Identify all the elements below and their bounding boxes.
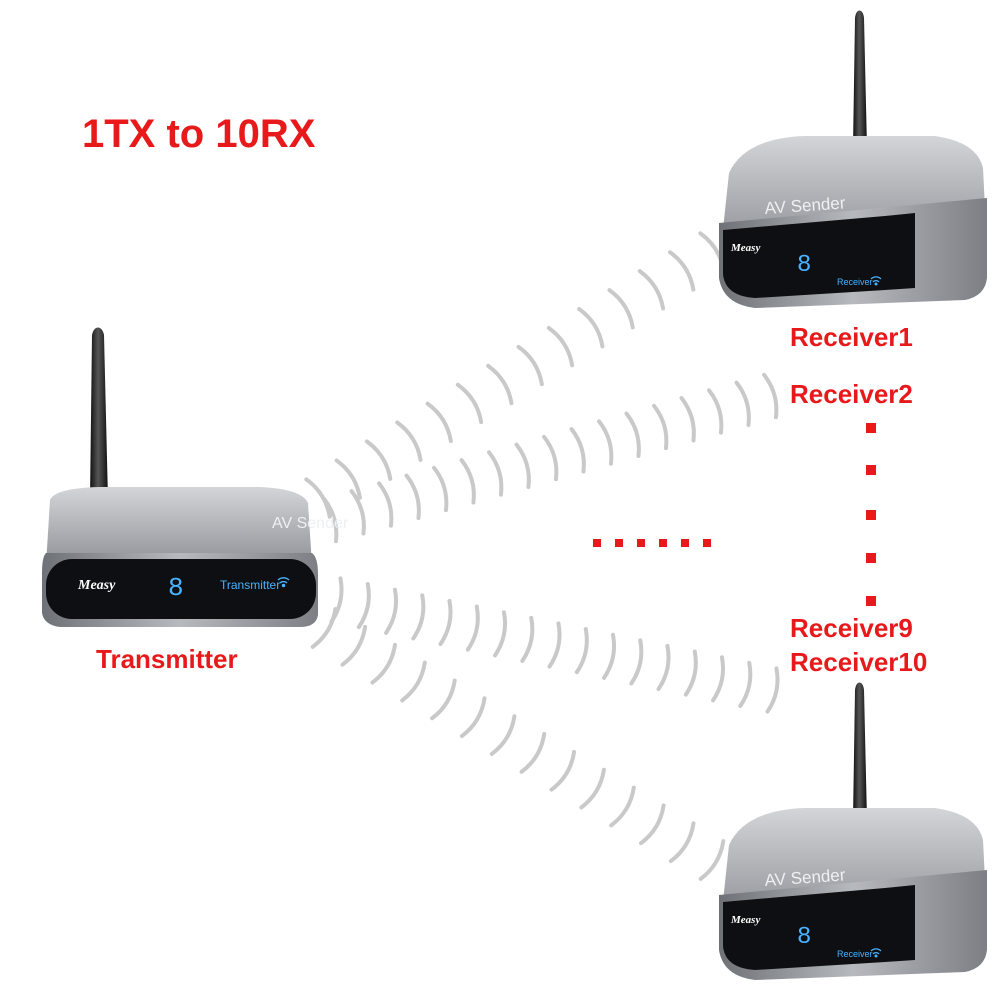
panel-text: Receiver bbox=[837, 277, 873, 287]
wave-arc bbox=[404, 473, 421, 520]
wave-arc bbox=[400, 660, 427, 703]
transmitter-device: AV Sender Measy 8 Transmitter bbox=[42, 327, 349, 627]
wave-arc bbox=[520, 615, 535, 663]
wave-arc bbox=[487, 450, 504, 497]
receiver10-device: AV Sender Measy 8 Receiver bbox=[719, 682, 987, 980]
wave-arc bbox=[668, 250, 696, 292]
wave-arc bbox=[455, 382, 484, 425]
wave-arc bbox=[652, 403, 669, 451]
wave-arc bbox=[683, 649, 698, 697]
wifi-icon bbox=[870, 948, 882, 958]
wave-arc bbox=[639, 803, 666, 846]
receiver2-label: Receiver2 bbox=[790, 379, 913, 409]
brand-logo: Measy bbox=[77, 578, 116, 593]
wave-arc bbox=[738, 660, 753, 708]
wave-arc bbox=[459, 696, 487, 739]
channel-display: 8 bbox=[797, 252, 811, 279]
wave-arc bbox=[547, 621, 562, 669]
wave-arc bbox=[765, 666, 780, 714]
wave-arc bbox=[340, 624, 368, 667]
panel-text: Receiver bbox=[837, 949, 873, 959]
wave-arc bbox=[438, 598, 453, 647]
receiver10-label: Receiver10 bbox=[790, 647, 928, 677]
receiver1-label: Receiver1 bbox=[790, 322, 913, 352]
diagram-title: 1TX to 10RX bbox=[82, 112, 316, 156]
wifi-icon bbox=[870, 276, 882, 286]
wave-arc bbox=[577, 307, 605, 349]
wave-arc bbox=[624, 411, 641, 458]
wave-arc bbox=[707, 388, 724, 435]
transmitter-label: Transmitter bbox=[96, 644, 238, 674]
wave-arc bbox=[514, 442, 531, 489]
wave-arc bbox=[762, 372, 779, 420]
brand-logo: Measy bbox=[730, 242, 760, 254]
wave-arc bbox=[519, 732, 547, 774]
wave-arc bbox=[602, 632, 617, 680]
wave-arc bbox=[637, 269, 666, 311]
wave-arc bbox=[711, 655, 726, 703]
wave-arc bbox=[377, 481, 394, 528]
wave-arc bbox=[459, 458, 476, 505]
wave-arc bbox=[304, 477, 332, 519]
wave-arc bbox=[698, 839, 726, 881]
top-text: AV Sender bbox=[272, 515, 349, 532]
wave-arc bbox=[310, 607, 338, 649]
wave-arc bbox=[493, 610, 508, 658]
antenna-icon bbox=[90, 327, 108, 500]
wave-arc bbox=[364, 439, 393, 481]
panel-text: Transmitter bbox=[220, 578, 280, 592]
antenna-icon bbox=[853, 682, 867, 820]
wave-arc bbox=[607, 288, 635, 330]
channel-display: 8 bbox=[797, 924, 811, 951]
receiver1-device: AV Sender Measy 8 Receiver bbox=[719, 10, 987, 308]
wave-arc bbox=[516, 344, 544, 387]
wave-arc bbox=[656, 643, 671, 692]
wave-arc bbox=[489, 714, 517, 756]
wave-arc bbox=[430, 678, 457, 721]
wave-arc bbox=[432, 465, 449, 513]
wave-arc bbox=[542, 434, 559, 482]
vertical-ellipsis bbox=[866, 423, 876, 606]
antenna-icon bbox=[853, 10, 867, 148]
wave-arc bbox=[411, 593, 426, 641]
wave-arc bbox=[574, 627, 589, 675]
wave-arc bbox=[486, 363, 514, 406]
signal-waves bbox=[304, 231, 780, 881]
wave-arc bbox=[679, 396, 696, 443]
wave-arc bbox=[425, 401, 453, 443]
wave-arc bbox=[322, 496, 339, 544]
wave-arc bbox=[356, 582, 371, 630]
wave-arc bbox=[579, 767, 606, 810]
wave-arc bbox=[334, 458, 362, 500]
horizontal-ellipsis bbox=[593, 539, 711, 547]
wave-arc bbox=[465, 604, 480, 652]
wave-arc bbox=[549, 749, 577, 792]
wave-arc bbox=[349, 489, 366, 536]
wave-arc bbox=[569, 427, 586, 474]
wave-arc bbox=[597, 419, 614, 466]
wave-arc bbox=[609, 785, 636, 828]
wave-arc bbox=[629, 638, 644, 686]
wave-arc bbox=[546, 325, 575, 368]
wave-arc bbox=[734, 380, 751, 427]
channel-display: 8 bbox=[168, 573, 184, 603]
wave-arc bbox=[395, 420, 423, 462]
wifi-icon bbox=[277, 577, 290, 588]
wave-arc bbox=[370, 642, 397, 685]
brand-logo: Measy bbox=[730, 914, 760, 926]
wave-arc bbox=[668, 821, 696, 864]
wave-arc bbox=[384, 587, 399, 635]
receiver9-label: Receiver9 bbox=[790, 613, 913, 643]
